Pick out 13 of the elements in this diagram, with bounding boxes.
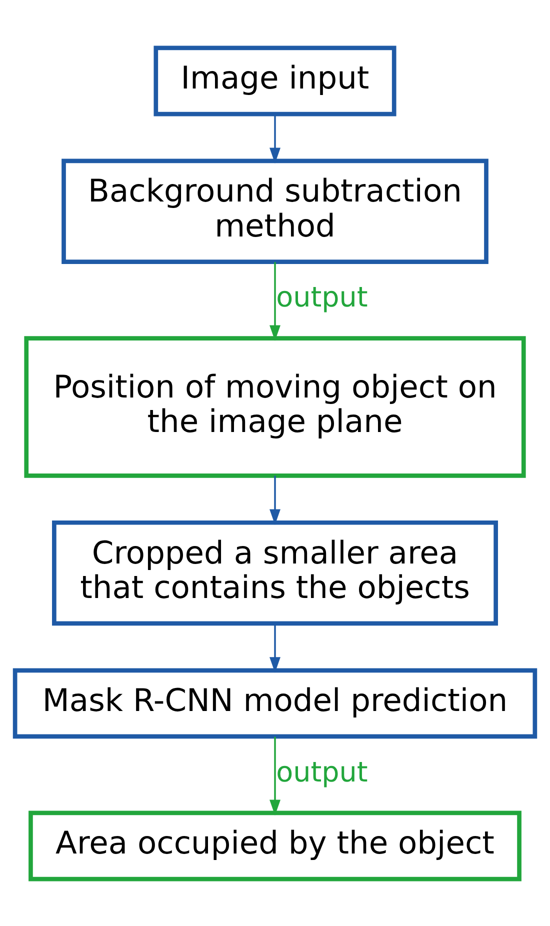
node-box: Cropped a smaller area that contains the objects bbox=[52, 520, 498, 626]
arrow bbox=[270, 475, 280, 524]
node-box: Image input bbox=[154, 45, 396, 116]
edge-label: output bbox=[276, 280, 368, 314]
edge-label: output bbox=[276, 754, 368, 788]
node-box: Mask R-CNN model prediction bbox=[12, 668, 538, 738]
arrow bbox=[270, 262, 280, 340]
arrow bbox=[270, 114, 280, 163]
node-box: Area occupied by the object bbox=[28, 810, 522, 881]
arrow bbox=[270, 622, 280, 672]
node-box: Position of moving object on the image plane bbox=[24, 336, 526, 478]
arrow bbox=[270, 736, 280, 815]
node-box: Background subtraction method bbox=[62, 158, 488, 264]
